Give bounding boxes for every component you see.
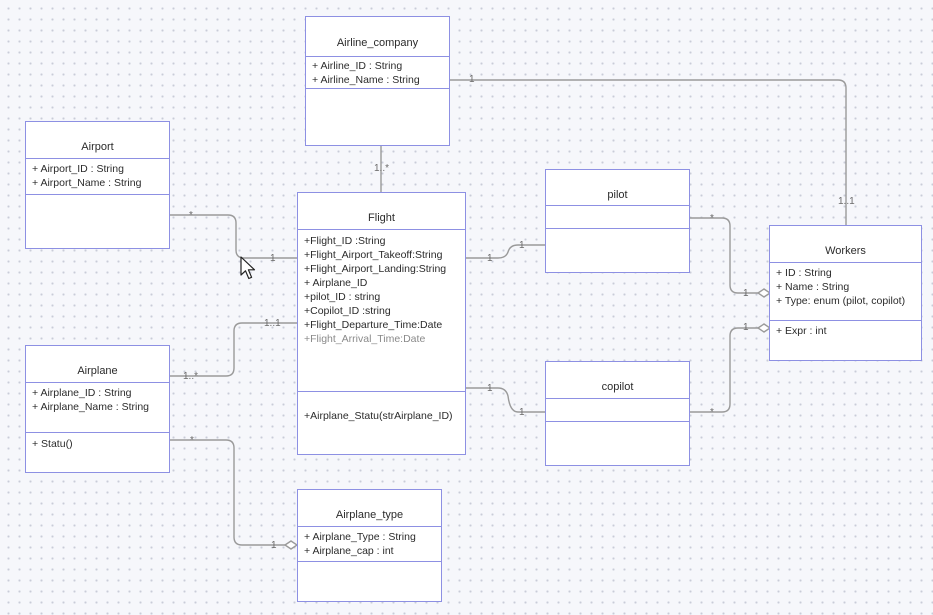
attribute: +Flight_Airport_Takeoff:String bbox=[304, 249, 443, 261]
attribute: + Airport_Name : String bbox=[32, 177, 142, 189]
edge-airline-workers bbox=[450, 79, 847, 226]
edge-airplane-type bbox=[170, 439, 285, 546]
multiplicity-label: 1 bbox=[271, 540, 277, 551]
multiplicity-label: 1 bbox=[743, 288, 749, 299]
class-airline-company[interactable]: Airline_company + Airline_ID : String + … bbox=[305, 16, 450, 146]
attribute: +Flight_Arrival_Time:Date bbox=[304, 333, 426, 345]
multiplicity-label: 1..1 bbox=[838, 196, 855, 207]
method: + Expr : int bbox=[776, 325, 827, 337]
multiplicity-label: 1..* bbox=[374, 163, 390, 174]
edge-pilot-workers bbox=[690, 217, 758, 294]
attribute-section: + Airplane_ID : String + Airplane_Name :… bbox=[26, 383, 169, 433]
class-name: Airplane bbox=[26, 346, 169, 383]
attribute-section: + Airplane_Type : String + Airplane_cap … bbox=[298, 527, 441, 562]
edge-flight-pilot bbox=[466, 244, 546, 259]
edge-copilot-workers bbox=[690, 327, 758, 413]
method-section bbox=[546, 229, 689, 271]
attribute-section bbox=[546, 206, 689, 229]
multiplicity-label: 1 bbox=[487, 383, 493, 394]
edge-airport-flight bbox=[170, 214, 298, 259]
class-name: Airline_company bbox=[306, 17, 449, 57]
attribute: + Airplane_cap : int bbox=[304, 545, 394, 557]
class-airplane[interactable]: Airplane + Airplane_ID : String + Airpla… bbox=[25, 345, 170, 473]
attribute: +Flight_Airport_Landing:String bbox=[304, 263, 447, 275]
attribute: +pilot_ID : string bbox=[304, 291, 381, 303]
attribute-section: + Airline_ID : String + Airline_Name : S… bbox=[306, 57, 449, 89]
edge-flight-copilot bbox=[466, 387, 546, 413]
class-workers[interactable]: Workers + ID : String + Name : String + … bbox=[769, 225, 922, 361]
method: +Airplane_Statu(strAirplane_ID) bbox=[304, 410, 453, 422]
attribute: + Type: enum (pilot, copilot) bbox=[776, 295, 906, 307]
attribute: + Airplane_Type : String bbox=[304, 531, 416, 543]
method-section bbox=[546, 422, 689, 464]
attribute: + Airplane_ID : String bbox=[32, 387, 132, 399]
multiplicity-label: 1 bbox=[519, 240, 525, 251]
method-section bbox=[26, 195, 169, 247]
multiplicity-label: * bbox=[190, 435, 194, 446]
multiplicity-label: 1 bbox=[743, 322, 749, 333]
class-airplane-type[interactable]: Airplane_type + Airplane_Type : String +… bbox=[297, 489, 442, 602]
attribute: +Flight_ID :String bbox=[304, 235, 386, 247]
attribute: + Name : String bbox=[776, 281, 850, 293]
multiplicity-label: 1..1 bbox=[264, 318, 281, 329]
multiplicity-label: * bbox=[710, 213, 714, 224]
multiplicity-label: 1 bbox=[270, 253, 276, 264]
attribute: +Copilot_ID :string bbox=[304, 305, 391, 317]
attribute: + Airline_ID : String bbox=[312, 60, 403, 72]
attribute-section: + ID : String + Name : String + Type: en… bbox=[770, 263, 921, 321]
method-section bbox=[306, 89, 449, 144]
class-pilot[interactable]: pilot bbox=[545, 169, 690, 273]
attribute: + Airplane_Name : String bbox=[32, 401, 150, 413]
attribute-section: + Airport_ID : String + Airport_Name : S… bbox=[26, 159, 169, 195]
class-name: Workers bbox=[770, 226, 921, 263]
multiplicity-label: 1 bbox=[487, 253, 493, 264]
multiplicity-label: 1..* bbox=[183, 371, 199, 382]
class-name: Airplane_type bbox=[298, 490, 441, 527]
attribute: + ID : String bbox=[776, 267, 832, 279]
attribute-section: +Flight_ID :String +Flight_Airport_Takeo… bbox=[298, 230, 465, 392]
attribute: + Airport_ID : String bbox=[32, 163, 124, 175]
mouse-pointer-icon bbox=[240, 256, 256, 280]
multiplicity-label: * bbox=[710, 407, 714, 418]
class-name: Airport bbox=[26, 122, 169, 159]
attribute: + Airplane_ID bbox=[304, 277, 368, 289]
class-copilot[interactable]: copilot bbox=[545, 361, 690, 466]
class-name: pilot bbox=[546, 170, 689, 206]
method-section: +Airplane_Statu(strAirplane_ID) bbox=[298, 392, 465, 453]
method-section bbox=[298, 562, 441, 600]
class-flight[interactable]: Flight +Flight_ID :String +Flight_Airpor… bbox=[297, 192, 466, 455]
method-section: + Statu() bbox=[26, 433, 169, 471]
method-section: + Expr : int bbox=[770, 321, 921, 359]
multiplicity-label: * bbox=[189, 210, 193, 221]
method: + Statu() bbox=[32, 438, 73, 450]
attribute: +Flight_Departure_Time:Date bbox=[304, 319, 443, 331]
multiplicity-label: 1 bbox=[519, 407, 525, 418]
edge-airplane-flight bbox=[170, 322, 298, 377]
class-name: copilot bbox=[546, 362, 689, 399]
attribute-section bbox=[546, 399, 689, 422]
class-name: Flight bbox=[298, 193, 465, 230]
aggregation-diamond-airplane-type bbox=[283, 540, 299, 550]
attribute: + Airline_Name : String bbox=[312, 74, 420, 86]
multiplicity-label: 1 bbox=[469, 74, 475, 85]
class-airport[interactable]: Airport + Airport_ID : String + Airport_… bbox=[25, 121, 170, 249]
